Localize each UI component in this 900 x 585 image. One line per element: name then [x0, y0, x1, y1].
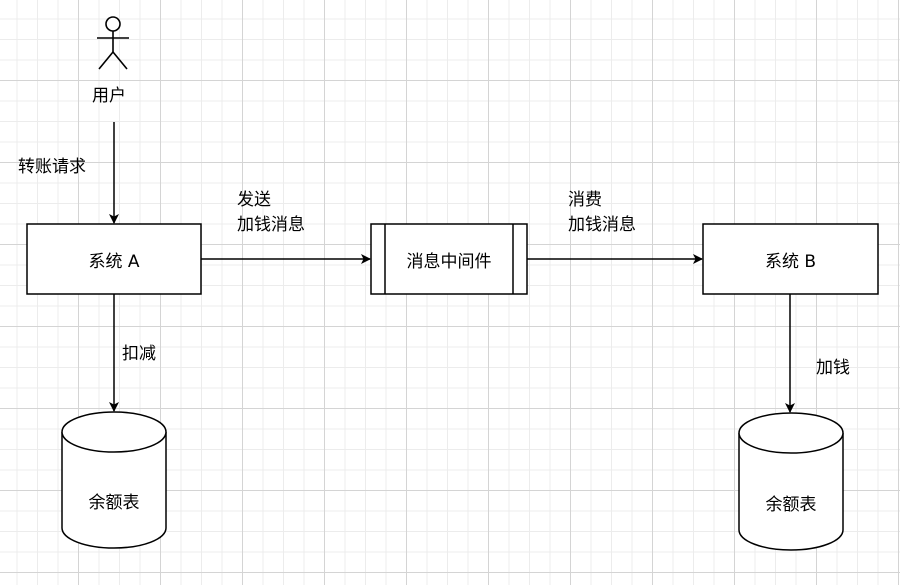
system-b-label: 系统 B	[764, 251, 817, 272]
edge-transfer-request-label: 转账请求	[18, 157, 86, 177]
system-a-box	[26, 223, 202, 295]
edge-consume-label-line2: 加钱消息	[568, 215, 636, 235]
edge-consume-label-line1: 消费	[568, 190, 602, 210]
db-left-cylinder	[61, 411, 167, 549]
user-label: 用户	[92, 86, 126, 106]
system-b-box	[702, 223, 879, 295]
db-left-label: 余额表	[88, 492, 140, 513]
edge-deduct-label: 扣减	[122, 344, 156, 364]
edge-add-money-label: 加钱	[816, 358, 850, 378]
edge-send-label-line2: 加钱消息	[237, 215, 305, 235]
user-actor-icon	[97, 16, 129, 70]
db-right-cylinder	[738, 412, 844, 551]
db-right-label: 余额表	[765, 494, 817, 515]
edge-send-label-line1: 发送	[237, 190, 271, 210]
message-queue-label: 消息中间件	[406, 251, 492, 272]
system-a-label: 系统 A	[88, 251, 140, 272]
message-queue-box	[370, 223, 528, 295]
